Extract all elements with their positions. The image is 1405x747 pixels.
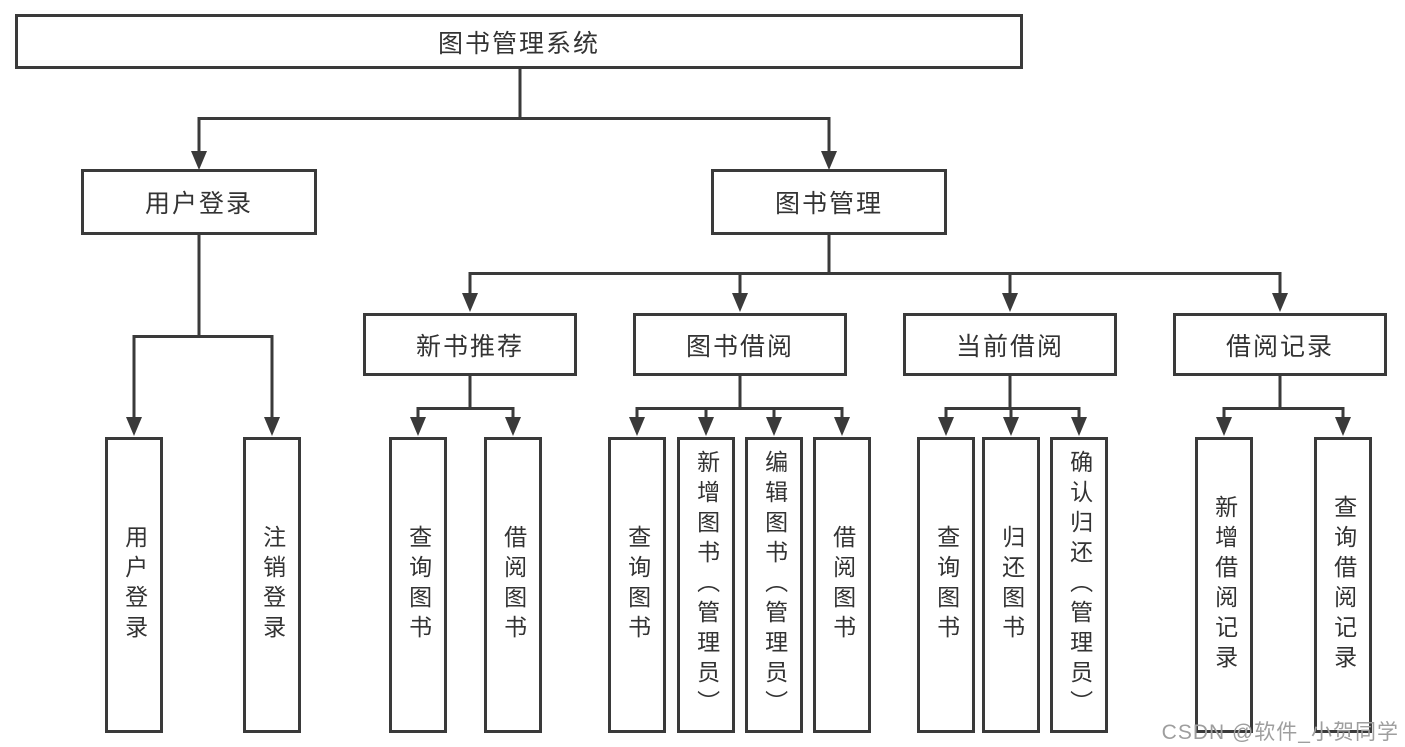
- arrowhead-down: [1216, 417, 1232, 436]
- arrowhead-down: [505, 417, 521, 436]
- leaf-user-login: 用户登录: [105, 437, 163, 733]
- connector-root-branch: [197, 117, 831, 152]
- arrowhead-down: [766, 417, 782, 436]
- leaf-label: 查询图书: [624, 525, 651, 645]
- arrowhead-down: [191, 151, 207, 170]
- connector-book-management-branch: [468, 272, 1282, 294]
- arrowhead-down: [410, 417, 426, 436]
- leaf-return-books: 归还图书: [982, 437, 1040, 733]
- arrowhead-down: [629, 417, 645, 436]
- leaf-borrow-books-recommend: 借阅图书: [484, 437, 542, 733]
- leaf-label: 查询借阅记录: [1330, 495, 1357, 675]
- arrowhead-down: [1071, 417, 1087, 436]
- leaf-edit-book-admin: 编辑图书（管理员）: [745, 437, 803, 733]
- node-label: 借阅记录: [1225, 332, 1334, 361]
- node-root: 图书管理系统: [15, 14, 1023, 69]
- leaf-label: 借阅图书: [829, 525, 856, 645]
- node-new-book-recommendation: 新书推荐: [363, 313, 577, 376]
- arrowhead-down: [1272, 293, 1288, 312]
- node-current-borrowing: 当前借阅: [903, 313, 1117, 376]
- leaf-add-borrow-record: 新增借阅记录: [1195, 437, 1253, 733]
- leaf-label: 新增图书（管理员）: [693, 450, 720, 720]
- arrowhead-down: [732, 293, 748, 312]
- node-label: 图书管理系统: [437, 29, 600, 58]
- node-label: 新书推荐: [415, 332, 524, 361]
- arrowhead-down: [938, 417, 954, 436]
- connector-user-login-branch: [132, 335, 274, 418]
- leaf-query-books-current: 查询图书: [917, 437, 975, 733]
- leaf-confirm-return-admin: 确认归还（管理员）: [1050, 437, 1108, 733]
- leaf-label: 新增借阅记录: [1211, 495, 1238, 675]
- arrowhead-down: [1002, 293, 1018, 312]
- leaf-label: 查询图书: [405, 525, 432, 645]
- node-book-management: 图书管理: [711, 169, 947, 235]
- node-label: 用户登录: [144, 190, 253, 218]
- connector-book-borrowing-branch: [635, 407, 844, 418]
- leaf-label: 查询图书: [933, 525, 960, 645]
- leaf-label: 归还图书: [998, 525, 1025, 645]
- arrowheads: [126, 151, 1351, 436]
- leaf-label: 编辑图书（管理员）: [761, 450, 788, 720]
- connector-new-book-branch: [416, 407, 515, 418]
- arrowhead-down: [462, 293, 478, 312]
- arrowhead-down: [126, 417, 142, 436]
- arrowhead-down: [821, 151, 837, 170]
- connector-borrowing-records-branch: [1222, 407, 1345, 418]
- arrowhead-down: [698, 417, 714, 436]
- leaf-label: 借阅图书: [500, 525, 527, 645]
- leaf-borrow-books-borrowing: 借阅图书: [813, 437, 871, 733]
- arrowhead-down: [1335, 417, 1351, 436]
- leaf-label: 确认归还（管理员）: [1066, 450, 1093, 720]
- leaf-add-book-admin: 新增图书（管理员）: [677, 437, 735, 733]
- node-user-login: 用户登录: [81, 169, 317, 235]
- node-label: 当前借阅: [955, 332, 1064, 361]
- watermark: CSDN @软件_小贺同学: [1161, 721, 1399, 744]
- node-label: 图书管理: [774, 190, 883, 218]
- leaf-query-borrow-record: 查询借阅记录: [1314, 437, 1372, 733]
- arrowhead-down: [834, 417, 850, 436]
- leaf-label: 用户登录: [121, 525, 148, 645]
- leaf-query-books-borrowing: 查询图书: [608, 437, 666, 733]
- leaf-label: 注销登录: [259, 525, 286, 645]
- arrowhead-down: [1003, 417, 1019, 436]
- node-label: 图书借阅: [685, 332, 794, 361]
- node-borrowing-records: 借阅记录: [1173, 313, 1387, 376]
- leaf-logout: 注销登录: [243, 437, 301, 733]
- node-book-borrowing: 图书借阅: [633, 313, 847, 376]
- arrowhead-down: [264, 417, 280, 436]
- leaf-query-books-recommend: 查询图书: [389, 437, 447, 733]
